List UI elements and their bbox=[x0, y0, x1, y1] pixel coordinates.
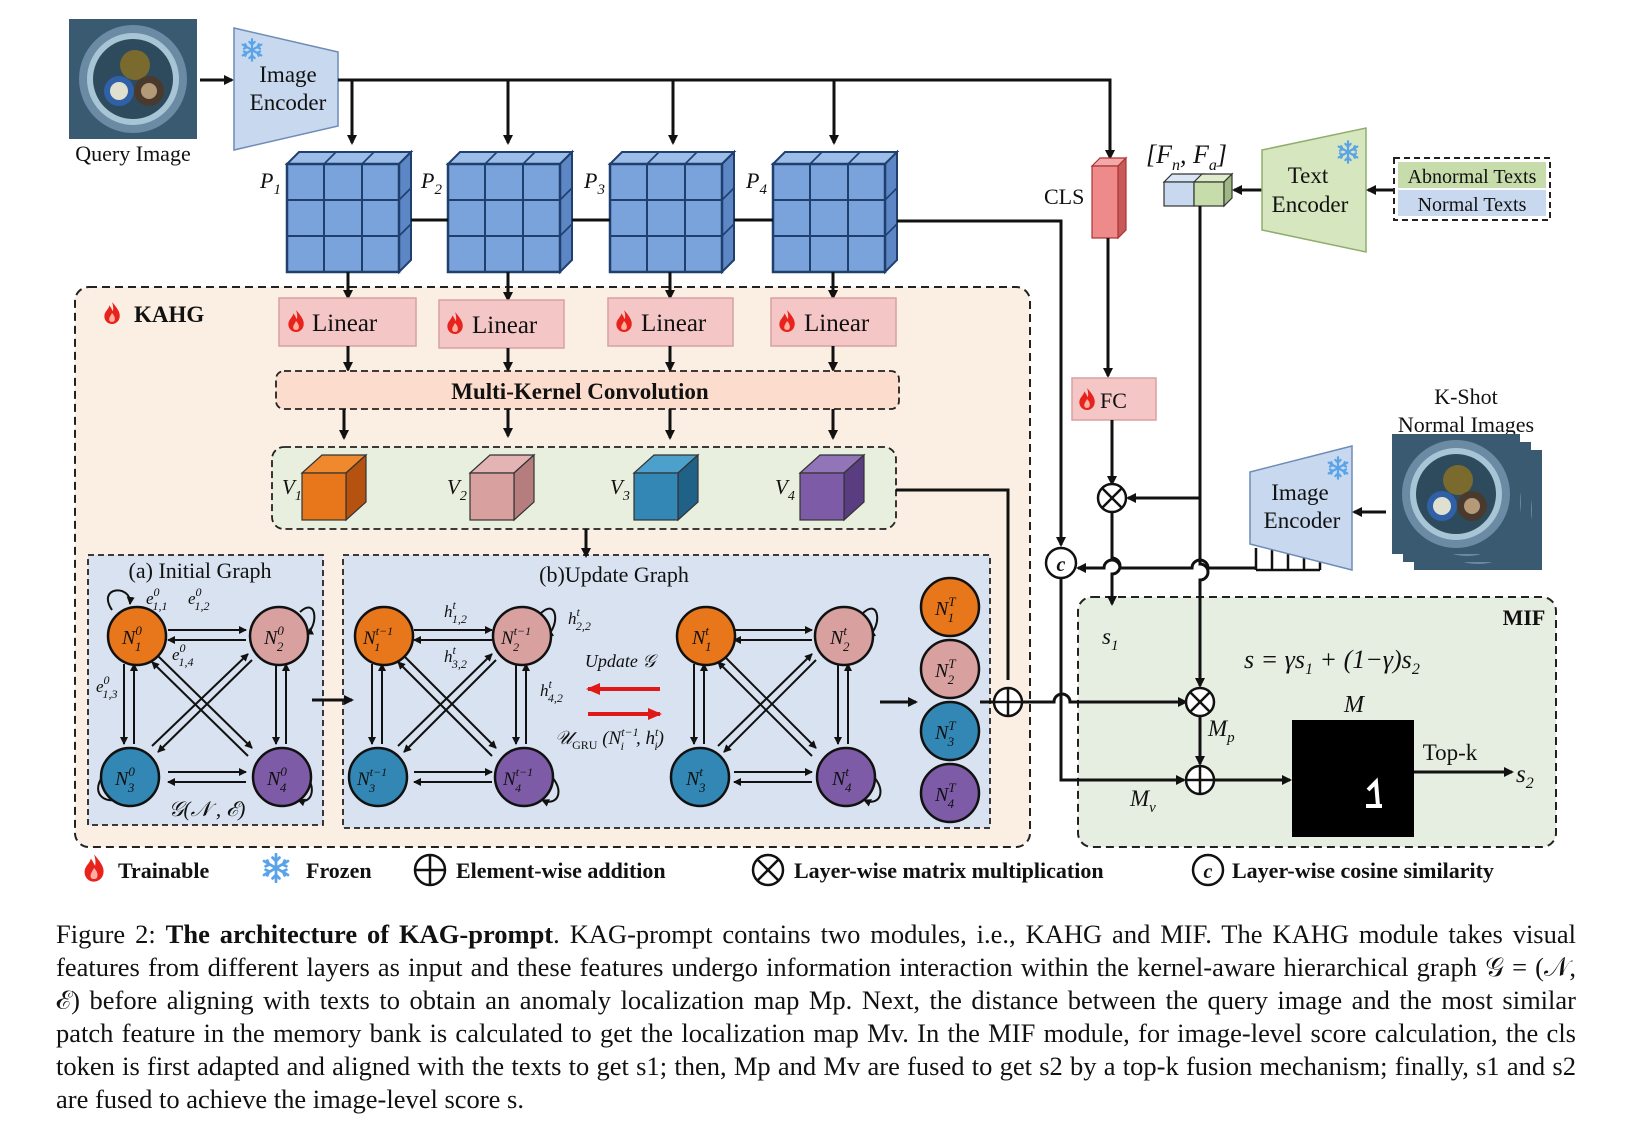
svg-text:Encoder: Encoder bbox=[1272, 192, 1349, 217]
svg-text:N03: N03 bbox=[114, 764, 135, 795]
cosine-icon: c bbox=[1191, 853, 1225, 887]
svg-text:c: c bbox=[1204, 861, 1213, 883]
svg-text:Encoder: Encoder bbox=[1264, 508, 1341, 533]
kshot-label-line1: K-Shot bbox=[1434, 384, 1498, 409]
query-image bbox=[69, 19, 197, 139]
patch-label-p3: P3 bbox=[583, 168, 605, 198]
initial-graph bbox=[97, 589, 316, 807]
v-feature-2 bbox=[468, 453, 536, 522]
svg-text:N01: N01 bbox=[121, 623, 142, 654]
svg-text:Linear: Linear bbox=[472, 312, 538, 339]
svg-text:Nt4: Nt4 bbox=[831, 764, 852, 795]
svg-text:FC: FC bbox=[1100, 388, 1127, 413]
update-graph-title: (b)Update Graph bbox=[539, 562, 689, 587]
svg-text:Nt1: Nt1 bbox=[691, 623, 711, 654]
cls-token bbox=[1090, 156, 1128, 240]
cosine-op: c bbox=[1044, 546, 1078, 580]
svg-text:NT2: NT2 bbox=[934, 656, 956, 687]
svg-text:Linear: Linear bbox=[804, 310, 870, 337]
addition-icon bbox=[413, 853, 447, 887]
kshot-normal-images bbox=[1392, 434, 1542, 570]
svg-text:Text: Text bbox=[1288, 163, 1329, 188]
v-features-region bbox=[271, 446, 897, 530]
kshot-label-line2: Normal Images bbox=[1398, 412, 1534, 437]
v-feature-3 bbox=[632, 453, 700, 522]
v-feature-1 bbox=[300, 453, 368, 522]
matmul-op-mif bbox=[1184, 686, 1216, 718]
patch-label-p1: P1 bbox=[259, 168, 281, 198]
patch-label-p2: P2 bbox=[420, 168, 442, 198]
patch-feature-p1 bbox=[285, 150, 413, 274]
patch-label-p4: P4 bbox=[745, 168, 767, 198]
matmul-op-cls bbox=[1096, 482, 1128, 514]
anomaly-map bbox=[1292, 720, 1414, 837]
matmul-icon bbox=[751, 853, 785, 887]
mif-title: MIF bbox=[1503, 605, 1546, 630]
text-prompts: Abnormal Texts Normal Texts bbox=[1393, 157, 1551, 221]
architecture-diagram: Query Image Image Encoder P1 P2 P3 P4 KA… bbox=[69, 19, 1557, 887]
svg-text:Encoder: Encoder bbox=[250, 90, 327, 115]
patch-feature-p3 bbox=[608, 150, 736, 274]
svg-text:Linear: Linear bbox=[312, 310, 378, 337]
query-image-label: Query Image bbox=[75, 141, 190, 166]
initial-graph-title: (a) Initial Graph bbox=[129, 558, 272, 583]
caption-prefix: Figure 2: bbox=[56, 919, 166, 949]
fn-fa-label: [Fn, Fa] bbox=[1146, 140, 1227, 174]
svg-text:Element-wise addition: Element-wise addition bbox=[456, 858, 666, 883]
patch-feature-p2 bbox=[446, 150, 574, 274]
svg-text:NT1: NT1 bbox=[934, 594, 956, 625]
cls-label: CLS bbox=[1044, 184, 1084, 209]
svg-text:NT4: NT4 bbox=[934, 780, 956, 811]
linear-1: Linear bbox=[278, 297, 417, 347]
patch-feature-p4 bbox=[771, 150, 899, 274]
linear-4: Linear bbox=[770, 297, 897, 347]
svg-text:c: c bbox=[1057, 554, 1066, 576]
linear-2: Linear bbox=[438, 299, 565, 349]
formula: s = γs1 + (1−γ)s2 bbox=[1244, 645, 1420, 678]
svg-text:N04: N04 bbox=[266, 764, 287, 795]
svg-text:Frozen: Frozen bbox=[306, 858, 372, 883]
frozen-snowflake-icon bbox=[262, 852, 290, 884]
image-encoder-top: Image Encoder bbox=[233, 27, 339, 151]
update-graph-prev bbox=[368, 607, 560, 807]
v-feature-4 bbox=[798, 453, 866, 522]
fc-box: FC bbox=[1071, 377, 1157, 421]
figure-caption: Figure 2: The architecture of KAG-prompt… bbox=[56, 918, 1576, 1116]
addition-op-kahg bbox=[992, 686, 1024, 718]
topk-label: Top-k bbox=[1423, 740, 1478, 765]
svg-text:Nt2: Nt2 bbox=[829, 623, 850, 654]
legend: Trainable Frozen Element-wise addition L… bbox=[84, 852, 1494, 887]
m-label: M bbox=[1343, 692, 1366, 718]
mkc-label: Multi-Kernel Convolution bbox=[451, 379, 709, 404]
svg-text:Nt3: Nt3 bbox=[685, 764, 706, 795]
text-encoder: Text Encoder bbox=[1261, 127, 1367, 253]
caption-text: . KAG-prompt contains two modules, i.e.,… bbox=[56, 919, 1576, 1114]
svg-text:N02: N02 bbox=[263, 623, 284, 654]
svg-text:Layer-wise cosine similarity: Layer-wise cosine similarity bbox=[1232, 858, 1494, 883]
svg-text:Trainable: Trainable bbox=[118, 858, 210, 883]
kahg-title: KAHG bbox=[134, 302, 204, 327]
svg-text:Layer-wise matrix multiplicati: Layer-wise matrix multiplication bbox=[794, 858, 1104, 883]
normal-texts-label: Normal Texts bbox=[1418, 194, 1527, 216]
svg-text:NT3: NT3 bbox=[934, 718, 956, 749]
update-g-label: Update 𝒢 bbox=[585, 651, 658, 671]
abnormal-texts-label: Abnormal Texts bbox=[1408, 166, 1537, 188]
image-encoder-kshot: Image Encoder bbox=[1249, 445, 1353, 571]
graph-notation: 𝒢(𝒩 , ℰ) bbox=[169, 797, 246, 821]
trainable-flame-icon bbox=[84, 854, 104, 882]
caption-title: The architecture of KAG-prompt bbox=[165, 919, 554, 949]
linear-3: Linear bbox=[607, 297, 734, 347]
addition-op-mif bbox=[1184, 764, 1216, 796]
multi-kernel-convolution bbox=[275, 370, 900, 410]
svg-text:Linear: Linear bbox=[641, 310, 707, 337]
svg-text:Image: Image bbox=[259, 62, 316, 87]
svg-text:Image: Image bbox=[1271, 480, 1328, 505]
text-features bbox=[1162, 172, 1234, 208]
